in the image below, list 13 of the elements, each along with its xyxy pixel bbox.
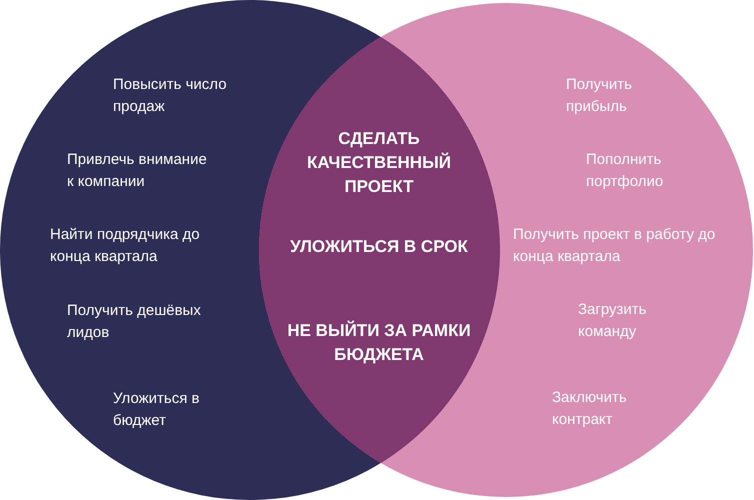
goal-text: Повысить число продаж [113, 75, 228, 117]
shared-goal-text: СДЕЛАТЬ КАЧЕСТВЕННЫЙ ПРОЕКТ [306, 128, 452, 198]
goal-text: Заключить контракт [552, 388, 628, 430]
goal-text: Получить дешёвых лидов [67, 301, 202, 343]
goal-text: Получить проект в работу до конца квартала [513, 225, 716, 267]
goal-text: Уложиться в бюджет [113, 389, 200, 431]
goal-text: Пополнить портфолио [586, 150, 664, 192]
goal-text: Привлечь внимание к компании [67, 150, 208, 192]
goal-text: Получить прибыль [566, 75, 633, 117]
shared-goal-text: НЕ ВЫЙТИ ЗА РАМКИ БЮДЖЕТА [286, 320, 472, 366]
goal-text: Найти подрядчика до конца квартала [50, 225, 201, 267]
shared-goal-text: УЛОЖИТЬСЯ В СРОК [289, 236, 469, 258]
goal-text: Загрузить команду [578, 300, 648, 342]
